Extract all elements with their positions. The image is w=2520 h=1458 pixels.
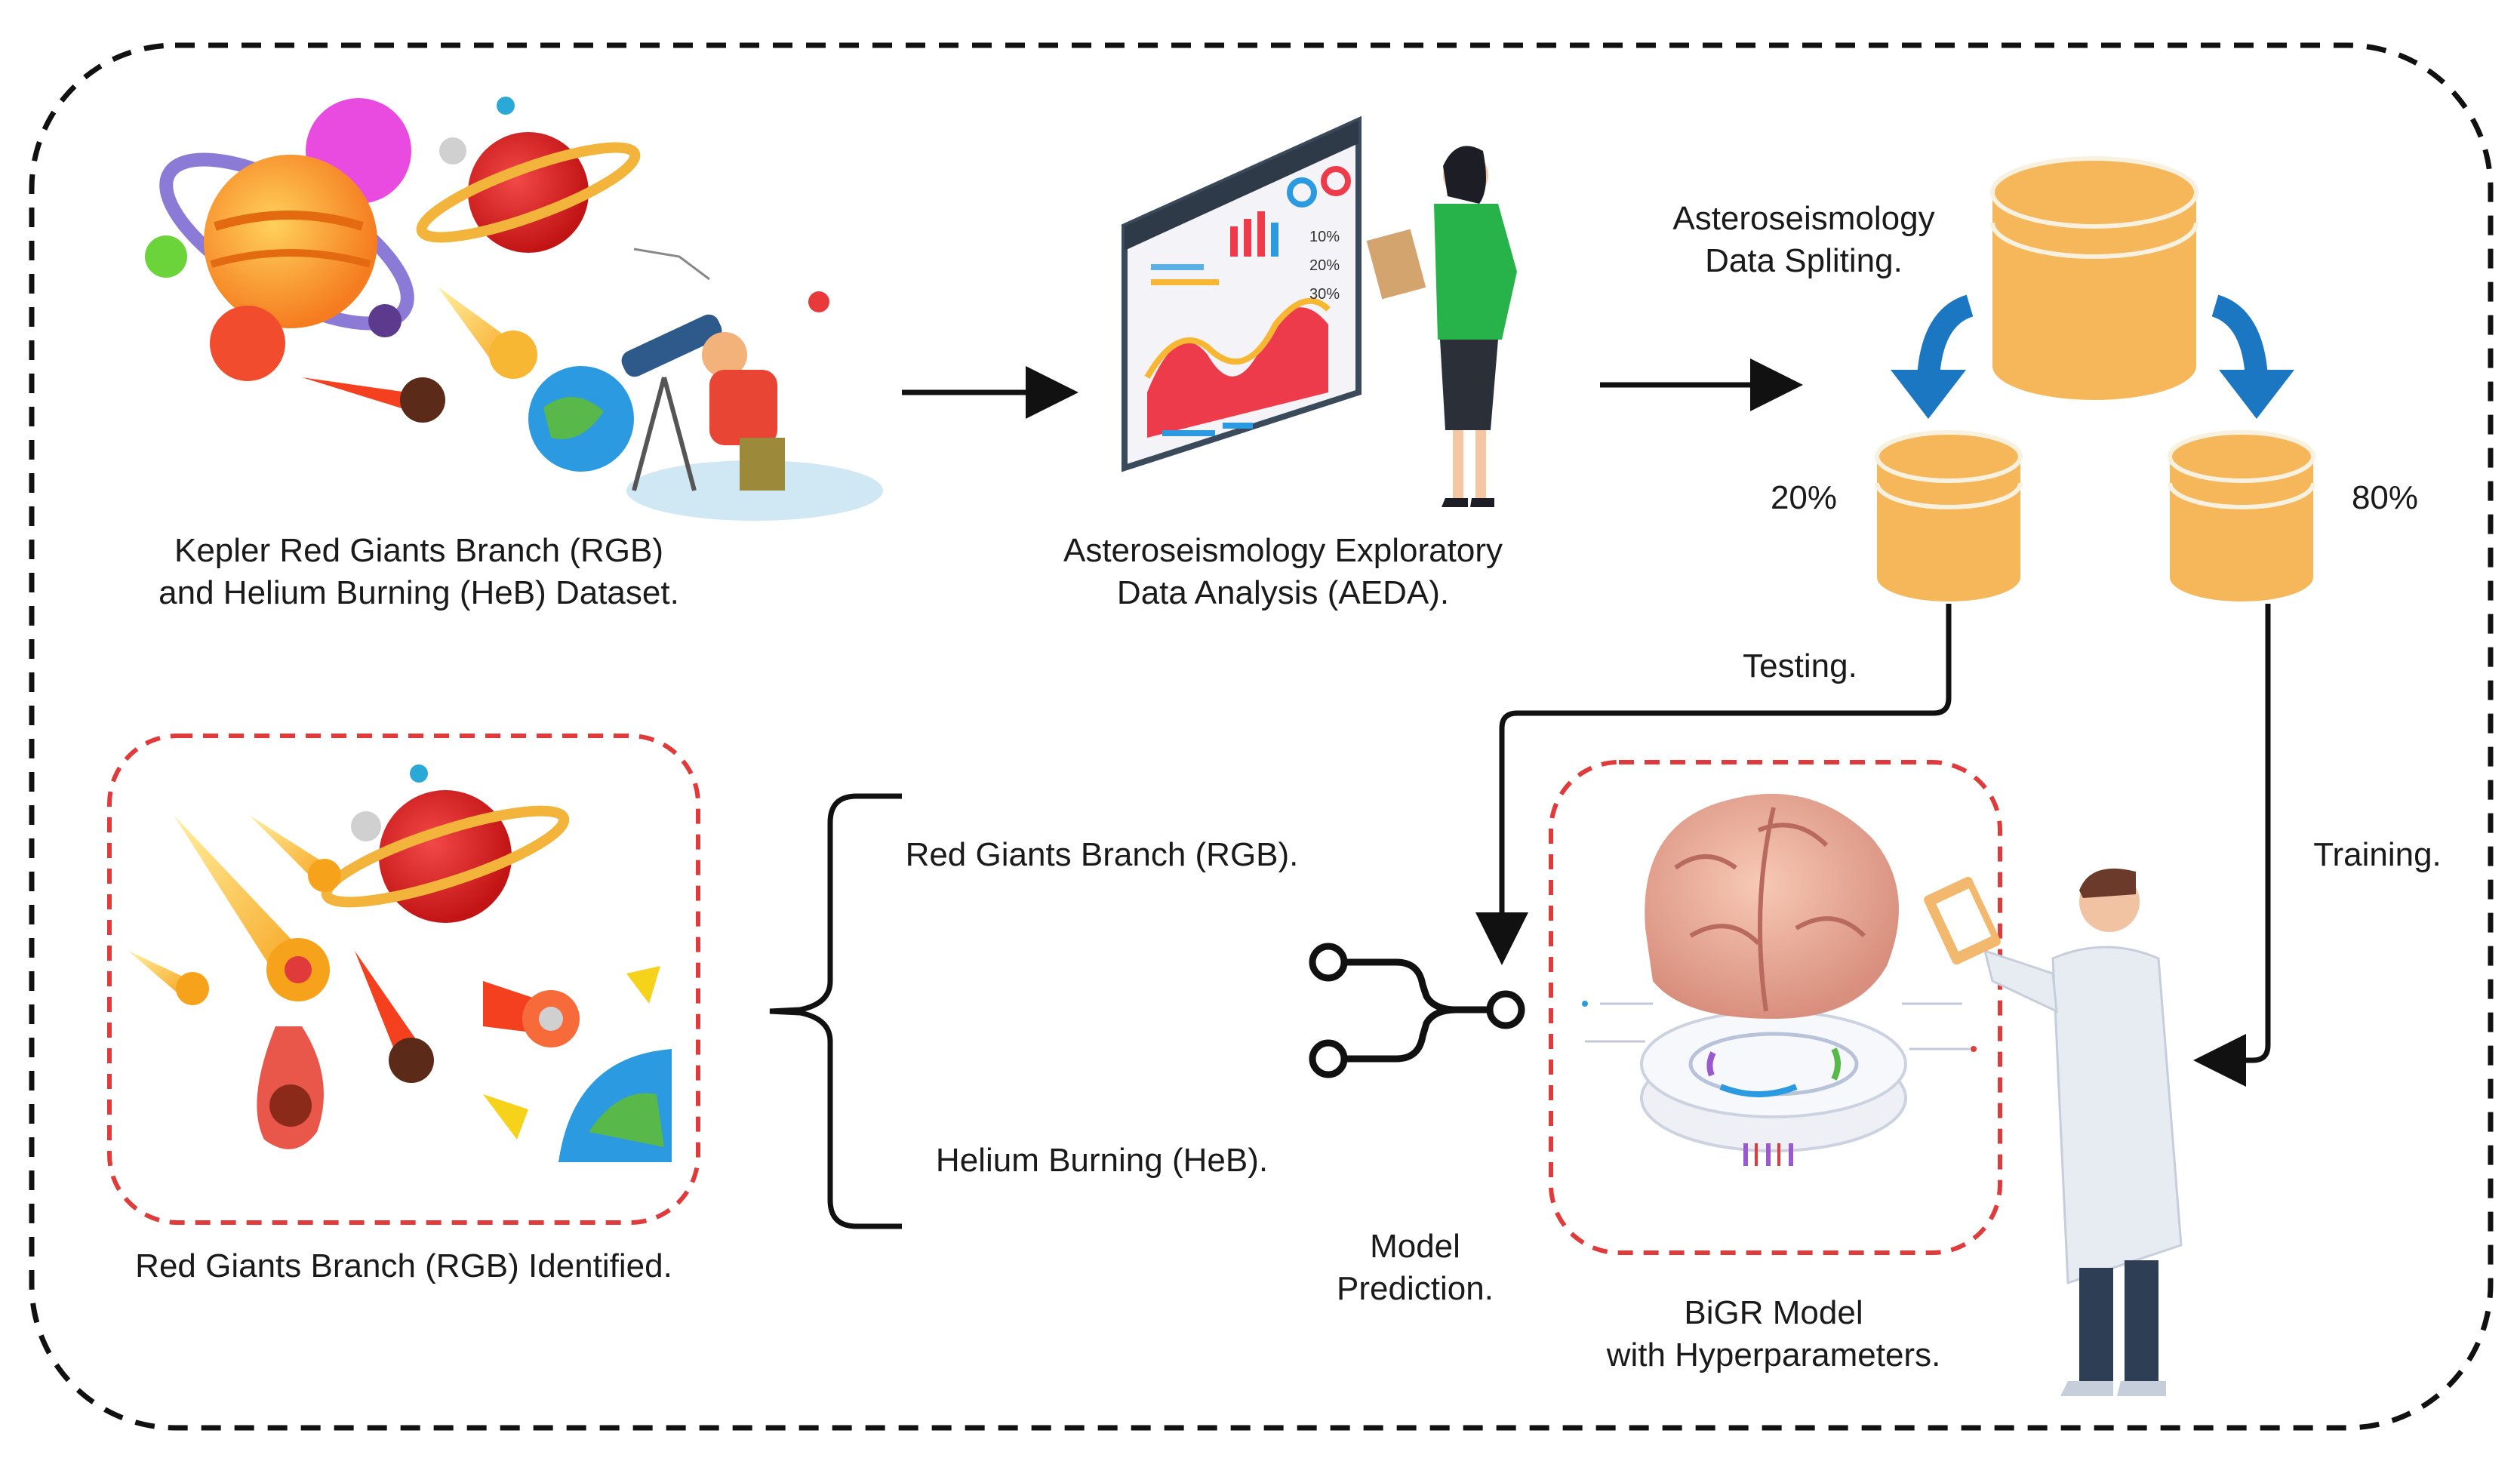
identified-caption: Red Giants Branch (RGB) Identified. <box>135 1247 672 1284</box>
rgb-class-label: Red Giants Branch (RGB). <box>905 836 1299 873</box>
dataset-caption-line1: Kepler Red Giants Branch (RGB) <box>174 532 664 569</box>
model-caption-line1: BiGR Model <box>1684 1294 1863 1331</box>
database-test <box>1875 430 2023 601</box>
test-percent: 20% <box>1770 479 1838 516</box>
database-main <box>1990 156 2198 400</box>
fork-connector-icon <box>1309 943 1525 1078</box>
split-caption-line2: Data Spliting. <box>1705 242 1903 279</box>
model-caption-line2: with Hyperparameters. <box>1606 1336 1941 1373</box>
heb-class-label: Helium Burning (HeB). <box>935 1142 1269 1179</box>
dataset-caption: Kepler Red Giants Branch (RGB) and Heliu… <box>113 530 725 614</box>
dataset-caption-line2: and Helium Burning (HeB) Dataset. <box>158 574 679 611</box>
comets-planets-illustration <box>128 764 672 1162</box>
prediction-caption-line1: Model <box>1370 1228 1460 1265</box>
prediction-caption-line2: Prediction. <box>1337 1270 1494 1307</box>
training-label: Training. <box>2313 836 2442 873</box>
split-caption-line1: Asteroseismology <box>1672 200 1935 237</box>
arrow-testing <box>1475 604 1952 965</box>
model-box <box>1549 760 2002 1255</box>
class-brace <box>769 793 902 1229</box>
database-train <box>2168 430 2315 601</box>
testing-label: Testing. <box>1743 647 1857 684</box>
ai-brain-scientist-illustration <box>1582 793 2183 1396</box>
arrow-training <box>2193 604 2271 1087</box>
model-caption: BiGR Model with Hyperparameters. <box>1562 1292 1985 1376</box>
aeda-caption-line2: Data Analysis (AEDA). <box>1116 574 1450 611</box>
split-caption: Asteroseismology Data Spliting. <box>1615 198 1992 282</box>
dashboard-pct-1: 10% <box>1309 229 1340 245</box>
dashboard-pct-2: 20% <box>1309 257 1340 274</box>
dashboard-analyst-illustration <box>1122 115 1517 507</box>
split-arrow-left-icon <box>1891 294 1974 419</box>
split-arrow-right-icon <box>2211 294 2294 419</box>
train-percent: 80% <box>2351 479 2419 516</box>
space-telescope-illustration <box>145 97 883 521</box>
identified-box <box>107 734 700 1225</box>
aeda-caption: Asteroseismology Exploratory Data Analys… <box>1011 530 1555 614</box>
dashboard-pct-3: 30% <box>1309 286 1340 303</box>
prediction-caption: Model Prediction. <box>1306 1226 1525 1310</box>
aeda-caption-line1: Asteroseismology Exploratory <box>1063 532 1503 569</box>
